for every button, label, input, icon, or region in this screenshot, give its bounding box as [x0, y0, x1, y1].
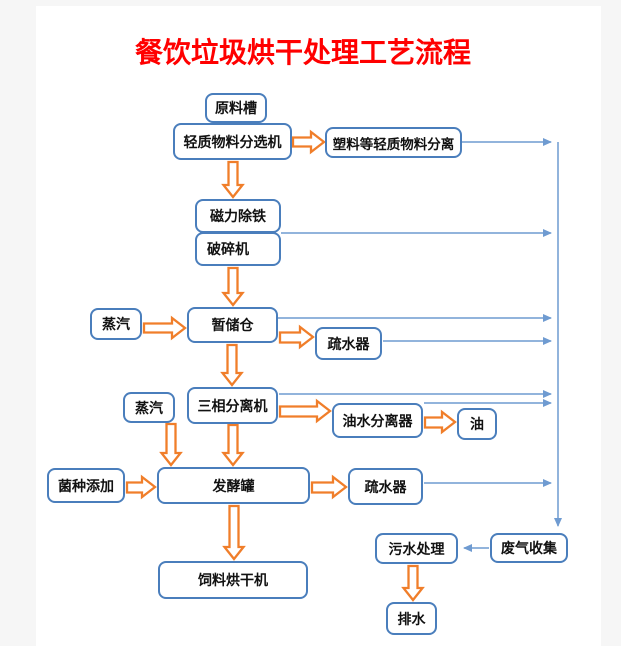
node-crusher: 破碎机 — [195, 232, 281, 266]
node-waste-gas-collection: 废气收集 — [490, 533, 568, 563]
arrow-storage-bin-to-three-phase — [220, 343, 244, 387]
node-feed-dryer: 饲料烘干机 — [158, 561, 308, 599]
node-raw-material-tank: 原料槽 — [205, 93, 267, 123]
page-title: 餐饮垃圾烘干处理工艺流程 — [135, 36, 472, 69]
node-steam-2: 蒸汽 — [123, 392, 175, 423]
node-oil-water-separator: 油水分离器 — [332, 403, 423, 438]
node-drainage: 排水 — [386, 602, 437, 635]
arrow-fermentation-tank-to-feed-dryer — [222, 504, 246, 561]
arrow-oil-water-separator-to-oil — [423, 409, 457, 435]
arrow-sorter-to-magnetic-removal — [221, 160, 245, 199]
node-light-material-sorter: 轻质物料分选机 — [173, 123, 292, 160]
node-fermentation-tank: 发酵罐 — [157, 467, 310, 504]
arrow-inoculant-to-fermentation-tank — [125, 474, 157, 500]
node-inoculant-addition: 菌种添加 — [47, 468, 125, 503]
arrow-steam1-to-storage-bin — [142, 315, 187, 341]
node-steam-trap-2: 疏水器 — [348, 468, 423, 505]
node-oil: 油 — [457, 408, 497, 440]
arrow-storage-bin-to-steam-trap1 — [278, 324, 315, 350]
arrow-crusher-to-storage-bin — [221, 266, 245, 307]
node-sewage-treatment: 污水处理 — [375, 533, 458, 564]
node-magnetic-iron-removal: 磁力除铁 — [195, 199, 281, 233]
node-temp-storage-bin: 暂储仓 — [187, 307, 278, 343]
node-steam-1: 蒸汽 — [90, 308, 142, 340]
arrow-three-phase-to-fermentation-tank — [221, 423, 245, 467]
arrow-steam2-to-fermentation-tank — [159, 422, 183, 467]
arrow-fermentation-tank-to-steam-trap2 — [310, 474, 348, 500]
arrow-sewage-to-drainage — [401, 564, 425, 602]
arrow-three-phase-to-oil-water-separator — [278, 398, 332, 424]
node-steam-trap-1: 疏水器 — [315, 327, 382, 360]
node-three-phase-separator: 三相分离机 — [187, 387, 278, 424]
node-plastic-separation: 塑料等轻质物料分离 — [325, 127, 462, 158]
arrow-sorter-to-plastic-separation — [291, 129, 326, 155]
